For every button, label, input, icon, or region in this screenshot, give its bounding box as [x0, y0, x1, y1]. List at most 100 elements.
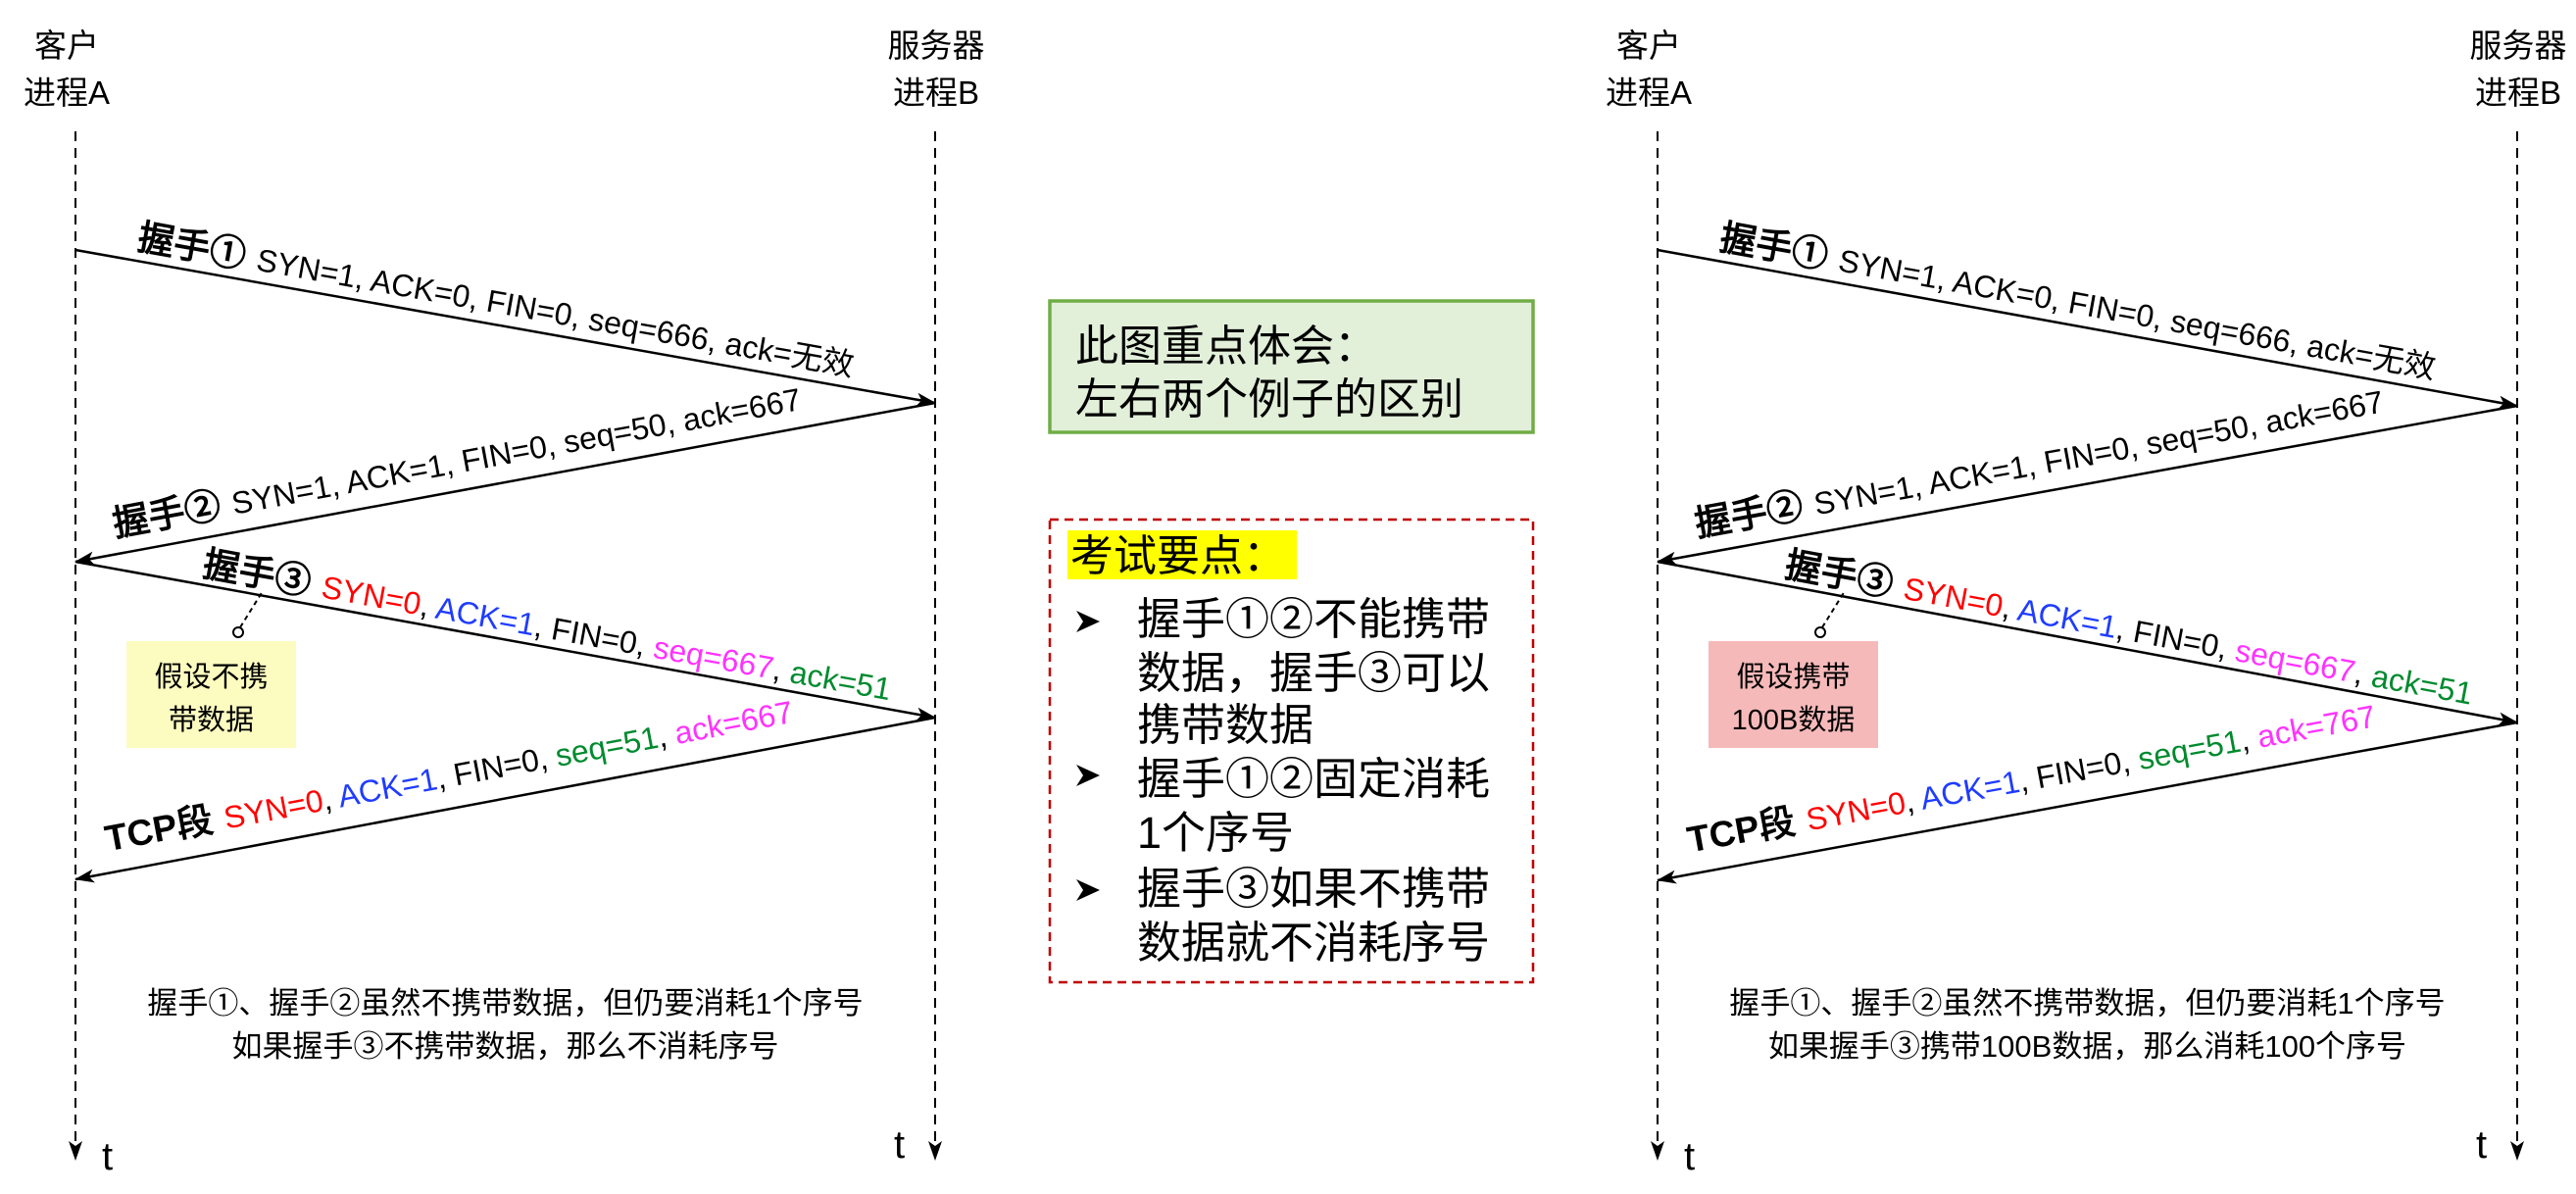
exam-title: 考试要点： [1070, 532, 1286, 580]
message-title: 握手② [1692, 485, 1807, 544]
client-time-label: t [1684, 1135, 1695, 1178]
field-separator: , [2126, 426, 2150, 465]
message-arrow-2 [74, 401, 936, 566]
field-separator: , [1909, 467, 1931, 504]
bullet-arrow-icon [1076, 879, 1100, 901]
field-separator: , [2016, 761, 2040, 799]
message-arrow-4 [1657, 721, 2518, 884]
exam-bullet-line: 携带数据 [1137, 700, 1313, 750]
client-time-label: t [102, 1135, 113, 1178]
message-field: FIN=0 [459, 428, 550, 478]
server-time-label: t [2476, 1123, 2487, 1167]
client-label: 进程A [1606, 75, 1692, 111]
exam-points-box: 考试要点： 握手①②不能携带 数据，握手③可以 携带数据 握手①②固定消耗 1个… [1048, 518, 1535, 984]
message-field: SYN=1 [228, 469, 333, 522]
exam-bullet-line: 数据，握手③可以 [1137, 648, 1490, 698]
exam-bullet-line: 握手①②固定消耗 [1137, 754, 1490, 804]
message-field: ack=767 [2254, 698, 2378, 754]
exam-bullet-line: 数据就不消耗序号 [1137, 918, 1490, 968]
message-field: ack=无效 [722, 325, 857, 383]
field-separator: , [2245, 405, 2268, 443]
focus-box: 此图重点体会： 左右两个例子的区别 [1048, 299, 1535, 434]
message-arrow-3 [74, 560, 936, 721]
field-separator: , [2049, 281, 2072, 320]
message-field: ACK=0 [368, 263, 472, 315]
client-label: 客户 [1616, 27, 1681, 64]
exam-bullet-line: 1个序号 [1137, 808, 1294, 858]
message-field: ack=667 [2262, 384, 2386, 440]
client-label: 客户 [34, 27, 99, 64]
field-separator: , [467, 280, 490, 319]
server-label: 服务器 [2470, 27, 2567, 64]
field-separator: , [418, 587, 439, 624]
field-separator: , [327, 466, 349, 503]
message-field: FIN=0 [2131, 614, 2222, 665]
message-title: 握手② [110, 485, 224, 544]
note-leader-line [1821, 590, 1846, 628]
message-field: SYN=0 [1901, 571, 2006, 623]
message-field: ack=667 [671, 694, 795, 751]
message-field: FIN=0 [2041, 430, 2132, 480]
message-field: ACK=1 [1925, 448, 2030, 501]
field-separator: , [770, 651, 794, 689]
field-separator: , [1902, 781, 1923, 819]
field-separator: , [1935, 261, 1957, 298]
summary-text: 握手①、握手②虽然不携带数据，但仍要消耗1个序号 [1729, 986, 2445, 1020]
note-text: 100B数据 [1732, 704, 1856, 736]
field-separator: , [2024, 445, 2048, 483]
bullet-arrow-icon [1076, 765, 1100, 786]
exam-bullet-1: 握手①②不能携带 数据，握手③可以 携带数据 [1076, 594, 1490, 750]
field-separator: , [320, 779, 341, 817]
server-label: 进程B [2475, 75, 2561, 111]
field-separator: , [706, 323, 729, 361]
message-title: 握手① [1717, 218, 1832, 276]
message-arrow-4 [74, 716, 936, 883]
message-title: 握手① [135, 217, 249, 275]
message-title: TCP段 [1684, 801, 1799, 860]
message-field: seq=50 [561, 407, 669, 461]
client-label: 进程A [24, 75, 110, 111]
field-separator: , [353, 260, 374, 297]
message-title: TCP段 [102, 799, 217, 859]
message-field: ack=无效 [2304, 327, 2439, 385]
note-anchor-dot [232, 626, 244, 638]
note-leader-line [239, 590, 264, 628]
exam-title-highlight [1067, 530, 1297, 579]
message-field: SYN=0 [319, 570, 423, 622]
note-box [1709, 641, 1878, 748]
message-field: SYN=1 [1811, 470, 1916, 522]
field-separator: , [569, 298, 592, 336]
exam-bullet-line: 握手③如果不携带 [1137, 864, 1490, 914]
exam-bullet-3: 握手③如果不携带 数据就不消耗序号 [1076, 864, 1490, 968]
message-field: seq=51 [2135, 723, 2244, 777]
message-field: ack=51 [2369, 658, 2476, 712]
field-separator: , [634, 626, 658, 665]
field-separator: , [2000, 589, 2021, 626]
summary-text: 握手①、握手②虽然不携带数据，但仍要消耗1个序号 [147, 986, 863, 1020]
server-label: 服务器 [888, 27, 985, 64]
exam-bullet-2: 握手①②固定消耗 1个序号 [1076, 754, 1490, 858]
note-anchor-dot [1814, 626, 1826, 638]
message-field: SYN=0 [1804, 784, 1908, 837]
exam-box-background [1048, 518, 1535, 984]
message-arrow-2 [1657, 404, 2518, 566]
message-arrow-1 [74, 248, 936, 407]
message-field: seq=50 [2143, 408, 2252, 461]
note-text: 假设携带 [1736, 661, 1850, 693]
note-text: 假设不携 [154, 661, 268, 693]
field-separator: , [531, 608, 555, 646]
message-field: FIN=0 [451, 742, 542, 793]
focus-box-background [1048, 299, 1535, 434]
message-field: seq=666 [586, 301, 712, 357]
message-field: ACK=1 [335, 761, 440, 814]
note-text: 带数据 [169, 704, 254, 736]
